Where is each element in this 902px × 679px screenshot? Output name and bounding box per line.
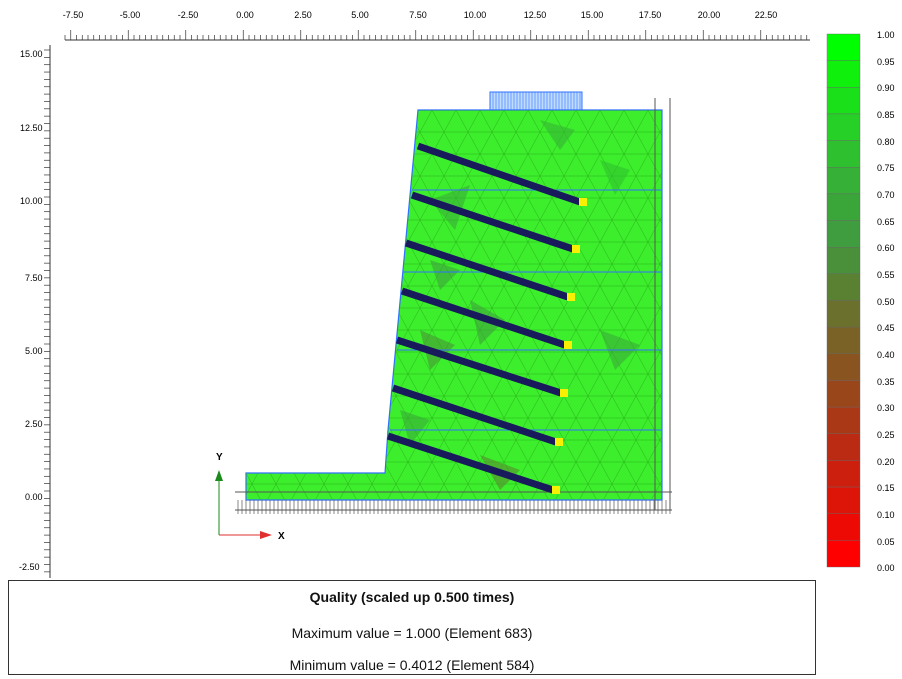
legend-swatch [826, 406, 861, 434]
x-ruler-ticks [64, 30, 808, 40]
plot-area: -7.50 -5.00 -2.50 0.00 2.50 5.00 7.50 10… [19, 10, 810, 578]
legend-swatch [826, 433, 861, 461]
legend-swatch [826, 140, 861, 168]
legend-label: 0.20 [877, 457, 895, 467]
anchor-end [567, 293, 575, 301]
y-tick-label: 15.00 [20, 49, 43, 59]
y-arrow-icon [215, 470, 223, 481]
x-tick-label: 22.50 [755, 10, 778, 20]
legend-swatch [826, 273, 861, 301]
minimum-value-text: Minimum value = 0.4012 (Element 584) [289, 657, 535, 673]
anchor-end [552, 486, 560, 494]
result-title: Quality (scaled up 0.500 times) [309, 589, 515, 605]
anchor-2 [410, 191, 575, 253]
y-tick-label: 2.50 [25, 419, 43, 429]
anchors [386, 142, 587, 494]
legend-canvas: 1.00 0.95 0.90 0.85 0.80 0.75 0.70 0.65 … [826, 30, 895, 573]
legend-swatch [826, 380, 861, 408]
anchor-end [572, 245, 580, 253]
x-tick-label: 12.50 [524, 10, 547, 20]
x-tick-label: 5.00 [351, 10, 369, 20]
x-ruler-labels: -7.50 -5.00 -2.50 0.00 2.50 5.00 7.50 10… [63, 10, 778, 20]
legend-label: 0.15 [877, 483, 895, 493]
legend-label: 0.75 [877, 163, 895, 173]
y-axis-indicator-label: Y [216, 452, 223, 463]
legend-label: 0.45 [877, 323, 895, 333]
legend-swatch [826, 60, 861, 88]
surface-load [489, 91, 583, 111]
y-tick-label: 10.00 [20, 196, 43, 206]
legend-label: 0.10 [877, 510, 895, 520]
legend-swatch [826, 353, 861, 381]
legend-swatch [826, 513, 861, 541]
origin-axes-indicator: Y X [215, 452, 285, 542]
legend-swatch [826, 167, 861, 195]
legend-label: 0.65 [877, 217, 895, 227]
anchor-end [579, 198, 587, 206]
legend-swatch [826, 540, 861, 568]
legend-swatch [826, 300, 861, 328]
legend-swatch [826, 246, 861, 275]
legend-label: 0.70 [877, 190, 895, 200]
legend-swatch [826, 326, 861, 354]
legend-swatch [826, 33, 861, 61]
legend-label: 0.35 [877, 377, 895, 387]
x-tick-label: -2.50 [178, 10, 199, 20]
x-tick-label: 2.50 [294, 10, 312, 20]
x-arrow-icon [260, 531, 272, 539]
anchor-end [564, 341, 572, 349]
x-tick-label: 17.50 [639, 10, 662, 20]
maximum-value-text: Maximum value = 1.000 (Element 683) [291, 625, 533, 641]
legend-label: 0.85 [877, 110, 895, 120]
anchor-4 [400, 287, 567, 349]
x-tick-label: -5.00 [120, 10, 141, 20]
legend-label: 0.50 [877, 297, 895, 307]
anchor-3 [404, 239, 570, 301]
legend-label: 0.55 [877, 270, 895, 280]
anchor-1 [416, 142, 582, 206]
result-info-panel: Quality (scaled up 0.500 times) Maximum … [8, 580, 816, 675]
legend-label: 0.80 [877, 137, 895, 147]
y-tick-label: 12.50 [20, 123, 43, 133]
x-tick-label: 10.00 [464, 10, 487, 20]
legend-swatch [826, 113, 861, 141]
y-ruler-labels: 15.00 12.50 10.00 7.50 5.00 2.50 0.00 -2… [19, 49, 43, 572]
y-tick-label: -2.50 [19, 562, 40, 572]
legend-label: 0.30 [877, 403, 895, 413]
y-tick-label: 0.00 [25, 492, 43, 502]
anchor-end [560, 389, 568, 397]
plot-canvas: -7.50 -5.00 -2.50 0.00 2.50 5.00 7.50 10… [19, 10, 810, 578]
y-tick-label: 5.00 [25, 346, 43, 356]
x-tick-label: 20.00 [698, 10, 721, 20]
x-axis-indicator-label: X [278, 531, 285, 542]
x-tick-label: 0.00 [236, 10, 254, 20]
legend-swatch [826, 460, 861, 488]
legend-swatch [826, 193, 861, 221]
anchor-7 [386, 432, 555, 494]
legend-label: 1.00 [877, 30, 895, 40]
legend-labels: 1.00 0.95 0.90 0.85 0.80 0.75 0.70 0.65 … [877, 30, 895, 573]
legend-swatch [826, 87, 861, 115]
anchor-5 [395, 336, 563, 397]
legend-label: 0.40 [877, 350, 895, 360]
x-tick-label: -7.50 [63, 10, 84, 20]
legend-swatch [826, 486, 861, 514]
anchor-6 [391, 384, 558, 446]
legend-label: 0.90 [877, 83, 895, 93]
x-tick-label: 7.50 [409, 10, 427, 20]
legend-label: 0.25 [877, 430, 895, 440]
quality-legend: 1.00 0.95 0.90 0.85 0.80 0.75 0.70 0.65 … [822, 30, 902, 575]
anchor-end [555, 438, 563, 446]
y-ruler-ticks [44, 49, 50, 573]
legend-label: 0.00 [877, 563, 895, 573]
legend-swatch [826, 220, 861, 248]
legend-label: 0.05 [877, 537, 895, 547]
x-tick-label: 15.00 [581, 10, 604, 20]
legend-label: 0.95 [877, 57, 895, 67]
legend-swatches [826, 33, 861, 568]
y-tick-label: 7.50 [25, 273, 43, 283]
legend-label: 0.60 [877, 243, 895, 253]
